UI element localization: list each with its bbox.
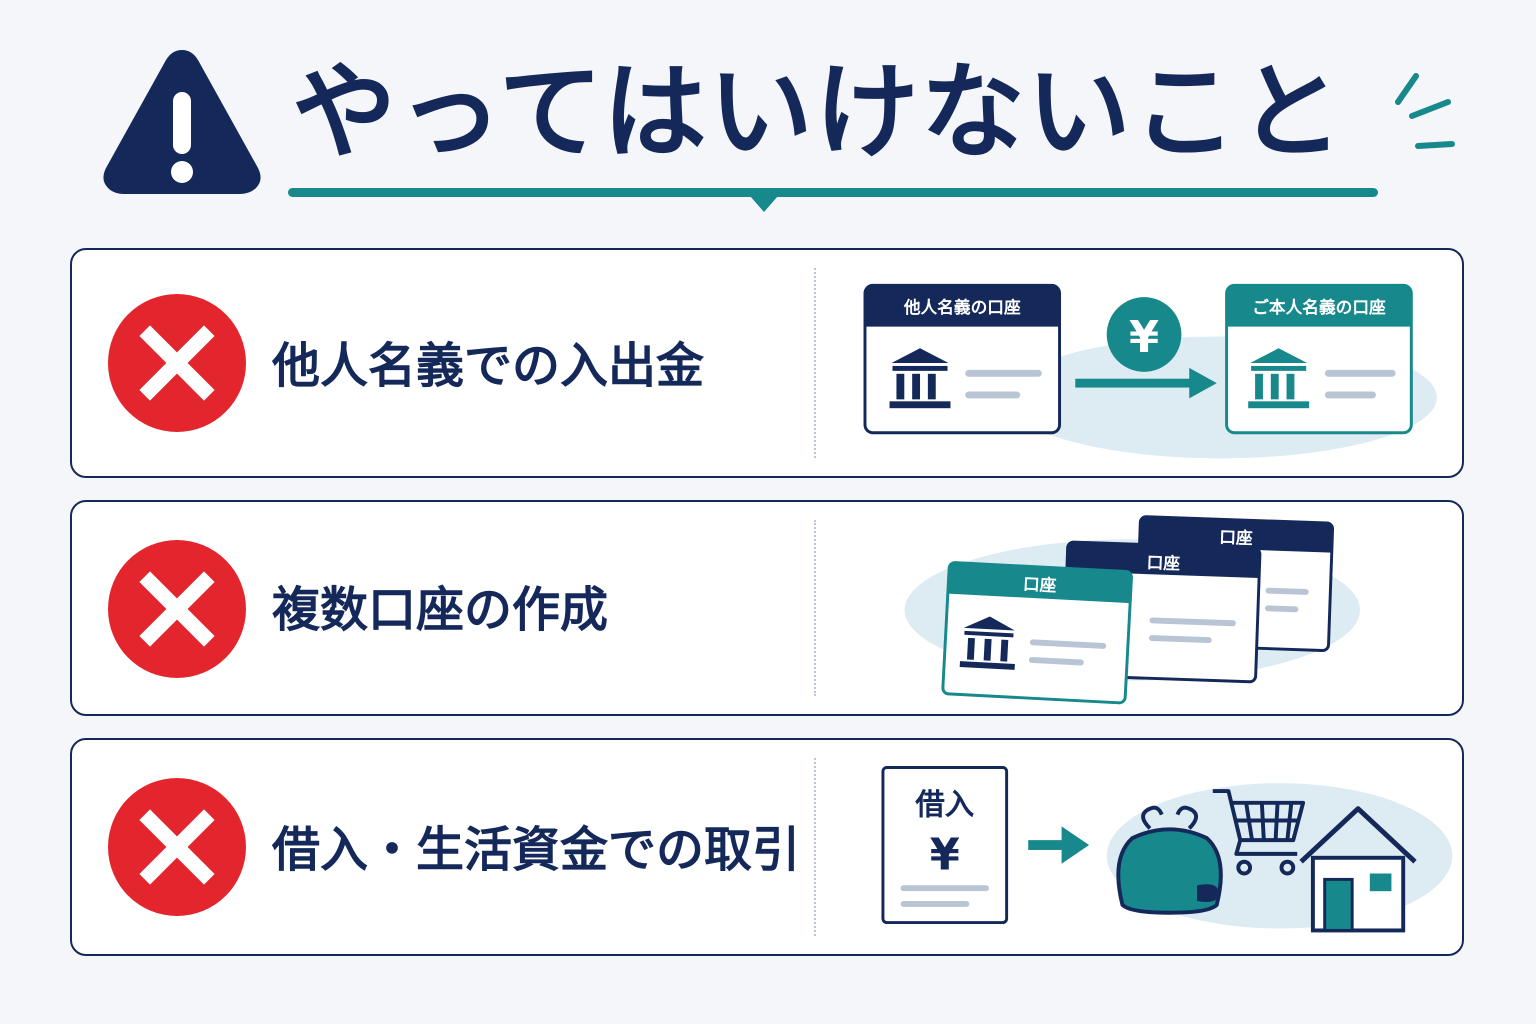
loan-document-icon: 借入 ¥ [881, 766, 1009, 925]
bank-icon [959, 616, 1015, 670]
prohibited-item-card: 他人名義での入出金 他人名義の口座 ¥ [70, 248, 1464, 478]
item-label: 他人名義での入出金 [272, 338, 705, 394]
divider [814, 758, 816, 936]
other-person-account-card: 他人名義の口座 [863, 283, 1062, 435]
loan-spending-illustration: 借入 ¥ [881, 766, 1453, 933]
yen-coin-icon: ¥ [1106, 297, 1182, 372]
item-label: 借入・生活資金での取引 [272, 822, 801, 878]
sparkle-lines-icon [1395, 73, 1455, 149]
divider [814, 520, 816, 696]
divider [814, 268, 816, 458]
own-account-card: ご本人名義の口座 [1225, 283, 1413, 435]
document-title: 借入 [914, 788, 974, 822]
item-label: 複数口座の作成 [272, 582, 609, 638]
house-icon [1299, 806, 1417, 933]
account-title: 口座 [1146, 552, 1180, 573]
shopping-cart-icon [1212, 789, 1306, 876]
prohibited-x-icon [108, 294, 246, 432]
arrow-right-icon [1028, 826, 1090, 864]
header: やってはいけないこと [0, 0, 1536, 230]
bank-icon [1248, 348, 1310, 409]
svg-text:¥: ¥ [1129, 313, 1159, 363]
account-title: ご本人名義の口座 [1252, 297, 1386, 317]
prohibited-x-icon [108, 540, 246, 678]
title-underline [288, 188, 1378, 212]
prohibited-item-card: 借入・生活資金での取引 借入 ¥ [70, 738, 1464, 956]
prohibited-x-icon [108, 778, 246, 916]
account-title: 口座 [1219, 527, 1253, 548]
wallet-icon [1116, 805, 1223, 915]
warning-triangle-icon [103, 50, 261, 194]
prohibited-item-card: 複数口座の作成 口座 口座 口座 [70, 500, 1464, 716]
account-title: 他人名義の口座 [903, 297, 1021, 317]
yen-symbol: ¥ [930, 831, 960, 881]
account-card-front: 口座 [941, 561, 1133, 705]
account-title: 口座 [1023, 574, 1058, 596]
multiple-accounts-illustration: 口座 口座 口座 [904, 515, 1360, 705]
arrow-right-icon [1075, 367, 1217, 399]
transfer-illustration: 他人名義の口座 ¥ ご本人名義の口座 [863, 283, 1437, 459]
bank-icon [889, 348, 951, 409]
page-title: やってはいけないこと [292, 51, 1345, 173]
